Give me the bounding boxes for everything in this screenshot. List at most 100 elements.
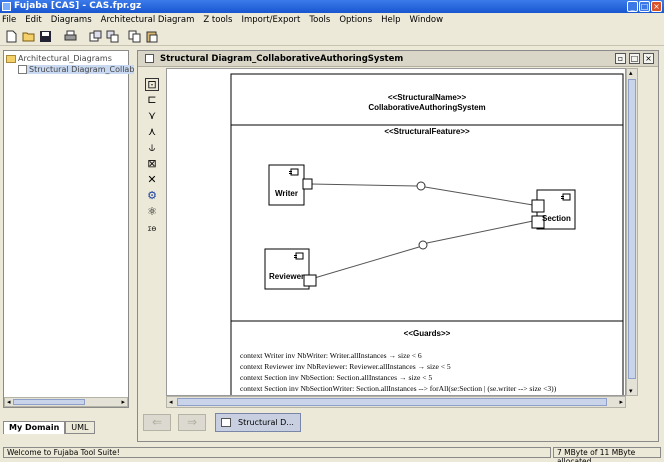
tree-item-label: Architectural_Diagrams (18, 54, 112, 63)
tree-item-label: Structural Diagram_Collab (29, 65, 135, 74)
forward-arrow-icon[interactable]: ⇒ (178, 414, 206, 431)
port-tool-icon[interactable]: ⊠ (147, 157, 157, 170)
structural-name: CollaborativeAuthoringSystem (368, 103, 485, 112)
copy-icon[interactable] (128, 30, 141, 43)
guard-line: context Section inv NbSection: Section.a… (240, 373, 432, 382)
diagram-frame-icon (145, 54, 154, 63)
scroll-right-icon[interactable]: ▸ (121, 398, 125, 406)
writer-component[interactable] (268, 164, 313, 206)
section-reviewer-line (426, 220, 534, 244)
provided-interface-tool-icon[interactable]: ⋏ (147, 125, 157, 138)
section-component[interactable] (531, 189, 576, 230)
diagram-canvas[interactable]: <<StructuralName>> CollaborativeAuthorin… (166, 68, 626, 396)
structural-feature-stereotype: <<StructuralFeature>> (384, 127, 470, 136)
structural-name-box (230, 73, 624, 127)
frame-maximize-button[interactable]: □ (629, 53, 640, 64)
canvas-horizontal-scrollbar[interactable]: ◂ ▸ (166, 396, 626, 408)
close-button[interactable]: × (651, 1, 662, 12)
diagram-tab-button[interactable]: Structural D... (215, 413, 301, 432)
paste-icon[interactable] (145, 30, 158, 43)
toolbar (0, 28, 664, 46)
guard-line: context Reviewer inv NbReviewer: Reviewe… (240, 362, 451, 371)
diagram-export-icon[interactable] (89, 30, 102, 43)
save-icon[interactable] (39, 30, 52, 43)
menu-options[interactable]: Options (339, 15, 373, 25)
guards-stereotype: <<Guards>> (404, 329, 451, 338)
structure-tool-icon[interactable]: ⚙ (147, 189, 157, 202)
folder-icon (6, 54, 16, 63)
memory-status: 7 MByte of 11 MByte allocated (553, 447, 661, 462)
diagram-frame-title: Structural Diagram_CollaborativeAuthorin… (160, 54, 404, 64)
section-writer-line (424, 186, 534, 206)
diagram-tab-label: Structural D... (238, 418, 294, 427)
hierarchy-tool-icon[interactable]: ⚛ (147, 205, 157, 218)
menu-z-tools[interactable]: Z tools (203, 15, 233, 25)
reviewer-interface-lollipop[interactable] (418, 240, 428, 250)
menu-window[interactable]: Window (409, 15, 444, 25)
scroll-thumb[interactable] (13, 399, 85, 405)
scroll-thumb[interactable] (628, 79, 636, 379)
open-folder-icon[interactable] (22, 30, 35, 43)
window-title: Fujaba [CAS] - CAS.fpr.gz (14, 1, 142, 11)
project-tree: Architectural_Diagrams Structural Diagra… (3, 50, 135, 408)
pointer-tool-icon[interactable]: ⊡ (145, 78, 159, 91)
tree-item-architectural-diagrams[interactable]: Architectural_Diagrams (6, 54, 112, 63)
writer-port[interactable] (302, 178, 313, 190)
scroll-left-icon[interactable]: ◂ (169, 398, 173, 406)
diagram-svg: <<StructuralName>> CollaborativeAuthorin… (230, 73, 624, 395)
guards-box (230, 320, 624, 395)
diagram-tab-icon (221, 418, 231, 427)
frame-close-button[interactable]: × (643, 53, 654, 64)
back-arrow-icon[interactable]: ⇐ (143, 414, 171, 431)
status-message: Welcome to Fujaba Tool Suite! (3, 447, 551, 458)
section-port-writer[interactable] (531, 199, 545, 213)
section-port-reviewer[interactable] (531, 215, 545, 229)
menu-tools[interactable]: Tools (309, 15, 331, 25)
menu-edit[interactable]: Edit (25, 15, 42, 25)
tree-item-structural-diagram[interactable]: Structural Diagram_Collab (18, 65, 135, 74)
delete-tool-icon[interactable]: ✕ (147, 173, 157, 186)
scroll-down-icon[interactable]: ▾ (629, 387, 633, 395)
canvas-vertical-scrollbar[interactable]: ▴ ▾ (626, 68, 638, 396)
guard-line: context Section inv NbSectionWriter: Sec… (240, 384, 557, 393)
ocl-tool-icon[interactable]: ƩƟ (147, 226, 157, 233)
minimize-button[interactable]: _ (627, 1, 638, 12)
scroll-thumb[interactable] (177, 398, 607, 406)
scroll-up-icon[interactable]: ▴ (629, 69, 633, 77)
reviewer-connector-line (310, 246, 420, 280)
reviewer-port[interactable] (303, 274, 317, 287)
guard-line: context Writer inv NbWriter: Writer.allI… (240, 351, 422, 360)
reviewer-label: Reviewer (269, 272, 304, 281)
component-tool-icon[interactable]: ⊏ (147, 93, 157, 106)
required-interface-tool-icon[interactable]: ⋎ (147, 109, 157, 122)
reviewer-component[interactable] (264, 248, 317, 290)
menu-file[interactable]: File (2, 15, 17, 25)
menu-help[interactable]: Help (381, 15, 401, 25)
print-icon[interactable] (64, 30, 77, 43)
scroll-left-icon[interactable]: ◂ (7, 398, 11, 406)
writer-label: Writer (275, 189, 298, 198)
tab-my-domain[interactable]: My Domain (3, 421, 66, 434)
writer-connector-line (310, 183, 418, 187)
side-tabs: My Domain UML (3, 421, 95, 434)
structural-name-stereotype: <<StructuralName>> (388, 93, 467, 102)
writer-interface-lollipop[interactable] (416, 181, 426, 191)
menu-import-export[interactable]: Import/Export (241, 15, 301, 25)
scroll-right-icon[interactable]: ▸ (619, 398, 623, 406)
tree-horizontal-scrollbar[interactable]: ◂ ▸ (4, 397, 128, 407)
diagram-icon (18, 65, 27, 74)
new-file-icon[interactable] (5, 30, 18, 43)
window-title-bar: Fujaba [CAS] - CAS.fpr.gz _ □ × (0, 0, 664, 13)
menu-architectural-diagram[interactable]: Architectural Diagram (100, 15, 195, 25)
app-icon (2, 2, 11, 11)
menu-diagrams[interactable]: Diagrams (50, 15, 92, 25)
frame-restore-button[interactable]: ▫ (615, 53, 626, 64)
section-label: Section (542, 214, 571, 223)
diagram-import-icon[interactable] (106, 30, 119, 43)
diagram-frame-title-bar: Structural Diagram_CollaborativeAuthorin… (138, 51, 658, 67)
tab-uml[interactable]: UML (65, 421, 95, 434)
menu-bar: File Edit Diagrams Architectural Diagram… (0, 13, 664, 27)
connector-tool-icon[interactable]: ⫝ (148, 141, 156, 154)
maximize-button[interactable]: □ (639, 1, 650, 12)
diagram-palette: ⊡ ⊏ ⋎ ⋏ ⫝ ⊠ ✕ ⚙ ⚛ ƩƟ (142, 74, 162, 244)
